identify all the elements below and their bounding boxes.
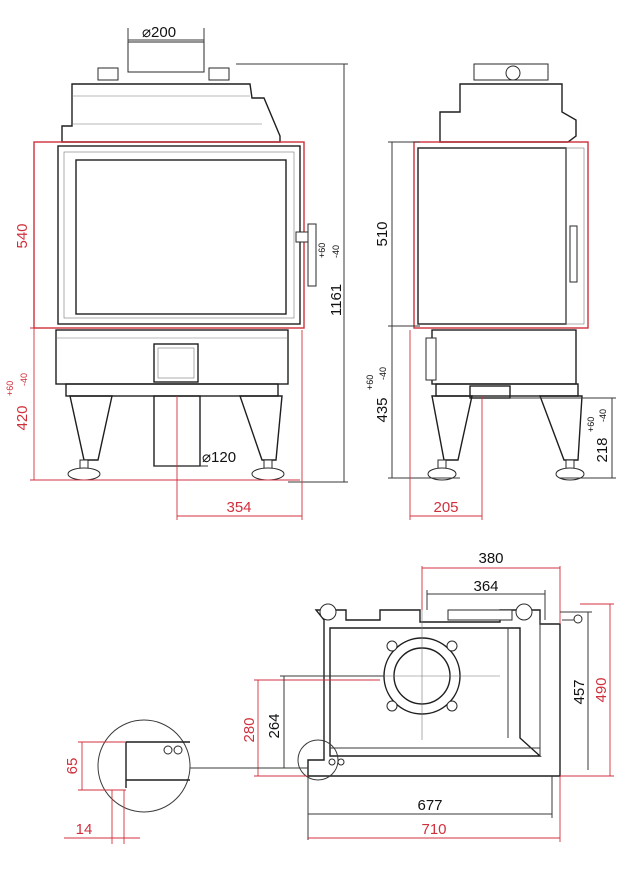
detail-profile [125, 741, 190, 788]
side-bottom-height: 435 [374, 397, 391, 422]
front-leg-tol-down: -40 [19, 373, 29, 386]
plan-bolt-3 [386, 700, 398, 712]
plan-axis-offset-outer: 280 [241, 717, 258, 742]
plan-axis-offset-inner: 264 [266, 713, 283, 738]
side-flue-hole [505, 65, 521, 81]
plan-detail-bolt-2 [337, 758, 345, 766]
front-leg-right [239, 395, 283, 461]
side-leg-left [431, 395, 473, 461]
side-inlet-height: 218 [594, 437, 611, 462]
front-foot-left [67, 467, 101, 481]
front-total-tol-down: -40 [331, 245, 341, 258]
detail-height: 65 [64, 758, 81, 775]
side-inlet-tol-down: -40 [598, 409, 608, 422]
front-leg-left [69, 395, 113, 461]
front-leg-tol-up: +60 [5, 381, 15, 396]
front-total-height: 1161 [328, 284, 345, 316]
front-top-bracket-left [97, 67, 119, 81]
front-foot-right [251, 467, 285, 481]
plan-bolt-1 [386, 640, 398, 652]
plan-width-outer: 710 [421, 821, 446, 838]
detail-offset: 14 [76, 821, 93, 838]
front-glass-frame [63, 151, 295, 319]
front-door [57, 145, 301, 325]
front-top-hood [61, 83, 281, 143]
front-glass [75, 159, 287, 315]
side-lower-body [431, 329, 577, 385]
side-inlet-tol-up: +60 [586, 417, 596, 432]
side-air-inlet [425, 337, 437, 381]
plan-width-inner: 677 [417, 797, 442, 814]
detail-bolt-2 [173, 745, 183, 755]
side-leg-right [538, 395, 583, 461]
front-door-outline [33, 141, 305, 329]
front-total-tol-up: +60 [317, 243, 327, 258]
front-leg-height: 420 [14, 405, 31, 430]
plan-outline [307, 609, 561, 777]
side-door-outline [413, 141, 589, 329]
plan-outer-width-top: 380 [478, 550, 503, 567]
side-view: 510 435 +60 -40 218 +60 -40 205 [365, 63, 616, 520]
plan-bolt-2 [446, 640, 458, 652]
plan-handle [573, 614, 583, 624]
side-axis-to-front: 205 [433, 499, 458, 516]
plan-depth-inner: 457 [571, 679, 588, 704]
front-view: ⌀200 1161 +60 -40 540 420 +60 -40 ⌀120 3… [5, 24, 348, 520]
front-flue-diameter: ⌀200 [142, 24, 176, 41]
front-door-handle [307, 223, 317, 287]
side-top-hood [439, 83, 577, 143]
side-bottom-tol-up: +60 [365, 375, 375, 390]
front-base [65, 383, 279, 397]
side-frame [565, 147, 585, 325]
front-top-bracket-right [208, 67, 230, 81]
plan-detail-bolt-1 [328, 758, 336, 766]
side-base [435, 383, 579, 397]
side-inlet-pipe [469, 385, 511, 399]
plan-corner-right [515, 603, 533, 621]
plan-corner-left [319, 603, 337, 621]
detail-bolt-1 [163, 745, 173, 755]
plan-view: 380 364 457 490 280 264 677 710 [241, 550, 614, 842]
plan-inner-width-top: 364 [473, 578, 498, 595]
front-flue-collar [127, 41, 205, 73]
detail-circle [97, 719, 191, 813]
front-air-inlet-inner [157, 347, 195, 379]
plan-detail-circle [297, 739, 339, 781]
plan-top-bracket [447, 609, 513, 621]
side-bottom-tol-down: -40 [378, 367, 388, 380]
side-foot-left [427, 467, 457, 481]
plan-bolt-4 [446, 700, 458, 712]
front-inlet-diameter: ⌀120 [202, 449, 236, 466]
front-air-inlet-box [153, 343, 199, 383]
front-glass-height: 540 [14, 223, 31, 248]
plan-firebox [329, 627, 542, 757]
detail-view: 65 14 [64, 719, 300, 844]
side-foot-right [555, 467, 585, 481]
plan-depth-outer: 490 [593, 677, 610, 702]
side-door-handle [569, 225, 578, 283]
side-glass [417, 147, 567, 325]
front-axis-to-side: 354 [226, 499, 251, 516]
side-glass-height: 510 [374, 221, 391, 246]
